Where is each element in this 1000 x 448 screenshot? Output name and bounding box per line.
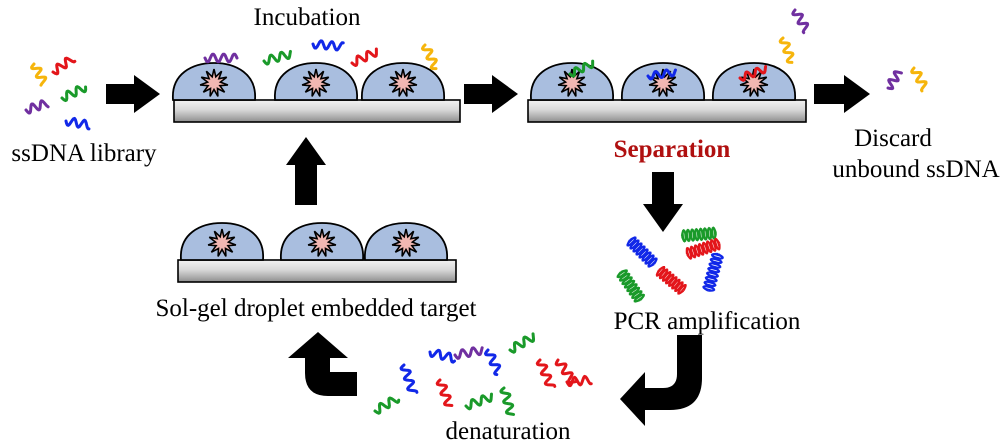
- slide-plate: [527, 99, 807, 123]
- ssdna-strand-icon: [483, 348, 502, 377]
- ssdna-strand-icon: [350, 47, 378, 68]
- slide-plate: [173, 99, 461, 123]
- pcr-amplification-label: PCR amplification: [613, 308, 801, 335]
- ssdna-library-label: ssDNA library: [11, 140, 157, 167]
- ssdna-strand-icon: [464, 392, 493, 411]
- ssdna-strand-icon: [203, 52, 239, 64]
- dsdna-helix-icon: [626, 236, 658, 268]
- helices-layer: [616, 226, 724, 303]
- ssdna-strand-icon: [435, 378, 454, 407]
- incubation-label: Incubation: [253, 4, 361, 31]
- dsdna-helix-icon: [702, 252, 724, 292]
- ssdna-strand-icon: [51, 56, 77, 76]
- strands-layer: [24, 8, 928, 416]
- plates-layer: [173, 99, 807, 283]
- sol-gel-target-label: Sol-gel droplet embedded target: [155, 295, 477, 322]
- sol-gel-droplet: [172, 62, 256, 101]
- curved-arrow-icon: [288, 332, 357, 396]
- dsdna-helix-icon: [616, 269, 645, 303]
- sol-gel-droplet: [274, 62, 358, 101]
- ssdna-strand-icon: [791, 8, 810, 35]
- ssdna-strand-icon: [508, 332, 536, 354]
- dsdna-helix-icon: [685, 237, 721, 260]
- sol-gel-droplet: [621, 62, 705, 101]
- ssdna-strand-icon: [64, 116, 91, 131]
- star-target-icon: [557, 68, 587, 97]
- sol-gel-droplet: [180, 222, 264, 261]
- ssdna-strand-icon: [646, 68, 677, 81]
- ssdna-strand-icon: [453, 346, 484, 360]
- droplets-layer: [172, 62, 796, 261]
- star-target-icon: [301, 68, 331, 97]
- sol-gel-droplet: [280, 222, 364, 261]
- ssdna-strand-icon: [499, 386, 516, 416]
- separation-label: Separation: [613, 136, 731, 163]
- slide-plate: [177, 259, 457, 283]
- star-target-icon: [307, 228, 337, 257]
- star-target-icon: [207, 228, 237, 257]
- ssdna-strand-icon: [910, 66, 928, 93]
- ssdna-strand-icon: [738, 64, 768, 82]
- arrow-right-icon: [106, 75, 160, 113]
- ssdna-strand-icon: [311, 39, 345, 52]
- star-target-icon: [388, 68, 418, 97]
- star-target-icon: [199, 68, 229, 97]
- dsdna-helix-icon: [680, 226, 717, 243]
- sol-gel-droplet: [530, 62, 614, 101]
- dsdna-helix-icon: [655, 265, 687, 295]
- ssdna-strand-icon: [420, 43, 438, 71]
- ssdna-strand-icon: [886, 70, 903, 91]
- arrows-layer: [106, 75, 870, 426]
- sol-gel-droplet: [364, 222, 448, 261]
- ssdna-strand-icon: [778, 36, 795, 64]
- star-target-icon: [391, 228, 421, 257]
- ssdna-strand-icon: [554, 358, 578, 385]
- ssdna-strand-icon: [24, 99, 50, 115]
- arrow-down-icon: [643, 172, 683, 232]
- ssdna-strand-icon: [60, 85, 88, 103]
- ssdna-strand-icon: [535, 358, 557, 388]
- ssdna-strand-icon: [428, 348, 456, 364]
- discard-label-line1: Discard: [854, 125, 932, 152]
- denaturation-label: denaturation: [445, 418, 571, 445]
- ssdna-strand-icon: [262, 49, 292, 66]
- curved-arrow-icon: [620, 335, 702, 426]
- arrow-right-icon: [464, 75, 518, 113]
- discard-label-line2: unbound ssDNA: [832, 156, 1000, 183]
- ssdna-strand-icon: [399, 363, 419, 394]
- ssdna-strand-icon: [568, 59, 595, 78]
- ssdna-strand-icon: [565, 374, 593, 388]
- arrow-right-icon: [814, 75, 870, 113]
- ssdna-strand-icon: [373, 396, 401, 415]
- sol-gel-droplet: [712, 62, 796, 101]
- sol-gel-droplet: [361, 62, 445, 101]
- ssdna-strand-icon: [30, 62, 48, 87]
- arrow-up-icon: [286, 137, 326, 205]
